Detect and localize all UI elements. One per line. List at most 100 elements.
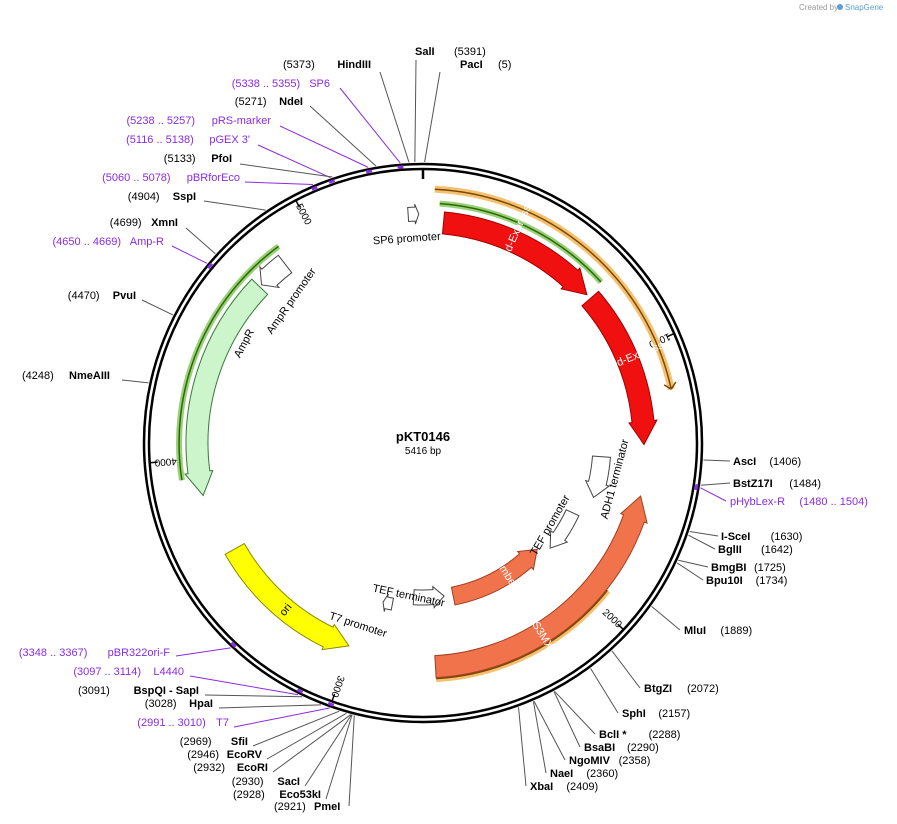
site-label[interactable]: Bpu10I(1734) [706, 575, 787, 587]
site-label[interactable]: MluI(1889) [684, 625, 752, 637]
feature-label: SP6 promoter [373, 231, 442, 248]
svg-text:SalI: SalI [415, 46, 435, 58]
svg-text:(2969): (2969) [180, 736, 212, 748]
site-label[interactable]: XbaI(2409) [530, 781, 598, 793]
leader-line [611, 650, 641, 689]
site-label[interactable]: SspI(4904) [128, 191, 196, 203]
feature-segment[interactable] [581, 290, 658, 446]
site-label[interactable]: SphI(2157) [622, 708, 690, 720]
primer-label[interactable]: pHybLex-R(1480 .. 1504) [730, 496, 868, 508]
orange-band-head [663, 381, 677, 390]
feature-cds[interactable] [184, 278, 269, 497]
site-label[interactable]: BsaBI(2290) [584, 742, 659, 754]
svg-text:(5060 .. 5078): (5060 .. 5078) [102, 172, 171, 184]
plasmid-name: pKT0146 [396, 429, 450, 444]
leader-line [379, 71, 410, 163]
primer-label[interactable]: pRS-marker(5238 .. 5257) [127, 115, 272, 127]
leader-line [203, 200, 266, 211]
primer-label[interactable]: pBRforEco(5060 .. 5078) [102, 172, 240, 184]
svg-text:BtgZI: BtgZI [644, 683, 672, 695]
feature-promoter[interactable] [382, 593, 395, 612]
site-label[interactable]: AscI(1406) [733, 456, 801, 468]
svg-text:(2928): (2928) [233, 789, 265, 801]
primer-label[interactable]: pBR322ori-F(3348 .. 3367) [19, 647, 170, 659]
feature-label: ori [277, 601, 294, 618]
feature-terminator[interactable] [584, 455, 611, 499]
primer-label[interactable]: SP6(5338 .. 5355) [232, 78, 330, 90]
scale-tick [331, 693, 336, 702]
svg-text:SphI: SphI [622, 708, 646, 720]
svg-text:PfoI: PfoI [211, 153, 232, 165]
site-label[interactable]: NmeAIII(4248) [22, 370, 110, 382]
site-label[interactable]: NaeI(2360) [550, 768, 618, 780]
svg-text:MluI: MluI [684, 625, 706, 637]
site-label[interactable]: (2921) PmeI [274, 801, 340, 813]
feature-cds[interactable] [434, 495, 648, 679]
site-label[interactable]: NgoMIV(2358) [569, 755, 650, 767]
site-label[interactable]: SacI(2930) [232, 776, 300, 788]
feature-promoter[interactable] [407, 203, 420, 225]
svg-text:(2360): (2360) [586, 768, 618, 780]
leader-line [532, 701, 547, 774]
site-label[interactable]: NdeI(5271) [235, 96, 303, 108]
svg-text:HpaI: HpaI [189, 698, 213, 710]
leader-line [676, 562, 704, 581]
primer-label[interactable]: Amp-R(4650 .. 4669) [53, 236, 165, 248]
svg-text:(1734): (1734) [756, 575, 788, 587]
svg-text:(3097 .. 3114): (3097 .. 3114) [73, 666, 141, 678]
svg-text:PmeI: PmeI [314, 801, 340, 813]
credit-text: Created by [799, 3, 838, 12]
site-label[interactable]: I-SceI(1630) [721, 531, 802, 543]
svg-text:XmnI: XmnI [151, 217, 178, 229]
feature-promoter[interactable] [259, 254, 293, 289]
svg-text:(2921): (2921) [274, 801, 306, 813]
site-label[interactable]: BclI *(2288) [599, 729, 680, 741]
site-label[interactable]: HpaI (3028) [145, 698, 213, 710]
svg-text:(3028): (3028) [145, 698, 177, 710]
site-label[interactable]: SfiI (2969) [180, 736, 248, 748]
site-label[interactable]: BstZ17I(1484) [733, 478, 821, 490]
site-label[interactable]: Eco53kI(2928) [233, 789, 321, 801]
svg-text:BmgBI: BmgBI [711, 562, 746, 574]
svg-text:SfiI: SfiI [231, 736, 248, 748]
site-label[interactable]: HindIII(5373) [283, 59, 371, 71]
leader-line [252, 710, 340, 747]
leader-line [266, 712, 347, 760]
site-label[interactable]: XmnI(4699) [110, 217, 178, 229]
svg-text:(2072): (2072) [687, 683, 719, 695]
leader-line [309, 105, 377, 167]
primer-label[interactable]: T7(2991 .. 3010) [137, 717, 229, 729]
leader-line [233, 707, 330, 728]
site-label[interactable]: BtgZI (2072) [644, 683, 719, 695]
svg-text:EcoRV: EcoRV [227, 749, 263, 761]
green-band-line [439, 202, 602, 283]
site-label[interactable]: PacI(5) [460, 59, 511, 71]
site-label[interactable]: PvuI(4470) [68, 290, 136, 302]
svg-text:AscI: AscI [733, 456, 756, 468]
primer-label[interactable]: pGEX 3'(5116 .. 5138) [126, 134, 250, 146]
leader-line [218, 704, 322, 709]
site-label[interactable]: BmgBI(1725) [711, 562, 786, 574]
leader-line [590, 668, 619, 714]
feature-rep_origin[interactable] [224, 542, 350, 651]
leader-line [703, 459, 731, 462]
site-label[interactable]: BglII(1642) [718, 544, 793, 556]
svg-text:BglII: BglII [718, 544, 742, 556]
feature-promoter[interactable] [549, 509, 580, 549]
leader-line [279, 125, 369, 168]
site-label[interactable]: EcoRV(2946) [187, 749, 262, 761]
feature-terminator[interactable] [412, 585, 445, 609]
site-label[interactable]: EcoRI(2932) [193, 762, 268, 774]
feature-segment[interactable] [441, 211, 588, 296]
site-label[interactable]: BspQI - SapI(3091) [78, 685, 199, 697]
feature-cds[interactable] [450, 548, 538, 606]
scale-tick [295, 199, 301, 208]
leader-line [121, 379, 149, 384]
svg-text:BclI *: BclI * [599, 729, 627, 741]
site-label[interactable]: PfoI(5133) [164, 153, 232, 165]
svg-text:PvuI: PvuI [113, 290, 136, 302]
primer-label[interactable]: L4440(3097 .. 3114) [73, 666, 184, 678]
svg-text:NmeAIII: NmeAIII [69, 370, 110, 382]
site-label[interactable]: SalI(5391) [415, 46, 486, 58]
svg-text:BsaBI: BsaBI [584, 742, 615, 754]
